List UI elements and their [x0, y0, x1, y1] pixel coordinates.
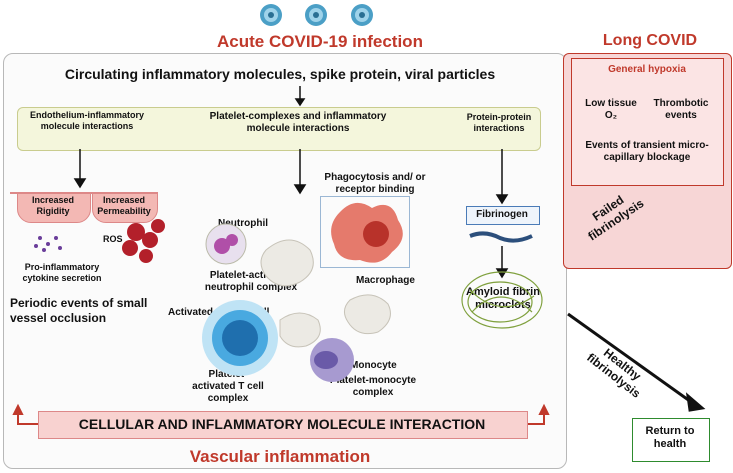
page-title: Acute COVID-19 infection: [217, 32, 423, 51]
virus-icon: [351, 4, 373, 26]
band-platelet-label: Platelet-complexes and inflammatory mole…: [209, 111, 387, 134]
blockage-label: Events of transient micro-capillary bloc…: [585, 140, 709, 163]
phagocytosis-box: [320, 196, 410, 268]
rigidity-label: Increased Rigidity: [31, 195, 75, 216]
microclot-icon: [461, 271, 543, 329]
occlusion-label: Periodic events of small vessel occlusio…: [10, 296, 148, 325]
t-cell-icon: [202, 300, 278, 376]
monocyte-icon: [310, 338, 354, 382]
hypoxia-label: General hypoxia: [608, 64, 686, 75]
bracket-arrows-icon: [12, 403, 550, 425]
permeability-label: Increased Permeability: [97, 195, 151, 216]
tcell-complex-label: Platelet-activated T cell complex: [192, 369, 264, 404]
neutrophil-label: Neutrophil: [218, 218, 268, 229]
long-covid-title: Long COVID: [602, 32, 698, 49]
vascular-inflammation-label: Vascular inflammation: [189, 447, 371, 466]
neutrophil-complex-label: Platelet-activated neutrophil complex: [204, 270, 298, 293]
fibrinogen-fiber-icon: [469, 231, 533, 243]
long-covid-flow: [571, 58, 724, 186]
interaction-bar: [38, 411, 528, 439]
macrophage-icon: [331, 202, 403, 263]
monocyte-label: Monocyte: [350, 360, 397, 371]
cytokine-dots-icon: [34, 236, 62, 252]
healthy-fibrinolysis-arrow: [567, 312, 706, 412]
interaction-bar-label: CELLULAR AND INFLAMMATORY MOLECULE INTER…: [78, 416, 486, 432]
circulating-molecules-heading: Circulating inflammatory molecules, spik…: [64, 66, 496, 82]
monocyte-complex-label: Platelet-monocyte complex: [329, 375, 417, 398]
return-to-health-label: Return to health: [645, 425, 695, 450]
ros-label: ROS: [103, 234, 123, 244]
cytokine-label: Pro-inflammatory cytokine secretion: [22, 262, 102, 283]
microclots-label: Amyloid fibrin microclots: [466, 286, 540, 311]
interaction-band: [17, 107, 541, 151]
macrophage-label: Macrophage: [356, 275, 415, 286]
platelet-icon: [260, 239, 391, 348]
thrombotic-label: Thrombotic events: [653, 98, 709, 121]
fibrinogen-box: [466, 206, 540, 225]
virus-icon: [305, 4, 327, 26]
return-to-health-box: [632, 418, 710, 462]
band-protein-label: Protein-protein interactions: [466, 112, 532, 133]
neutrophil-icon: [205, 223, 247, 265]
virus-icon: [260, 4, 282, 26]
band-endothelium-label: Endothelium-inflammatory molecule intera…: [29, 110, 144, 131]
fibrinogen-label: Fibrinogen: [476, 209, 528, 220]
red-blood-cells-icon: [122, 219, 165, 263]
phagocytosis-label: Phagocytosis and/ or receptor binding: [324, 172, 426, 195]
